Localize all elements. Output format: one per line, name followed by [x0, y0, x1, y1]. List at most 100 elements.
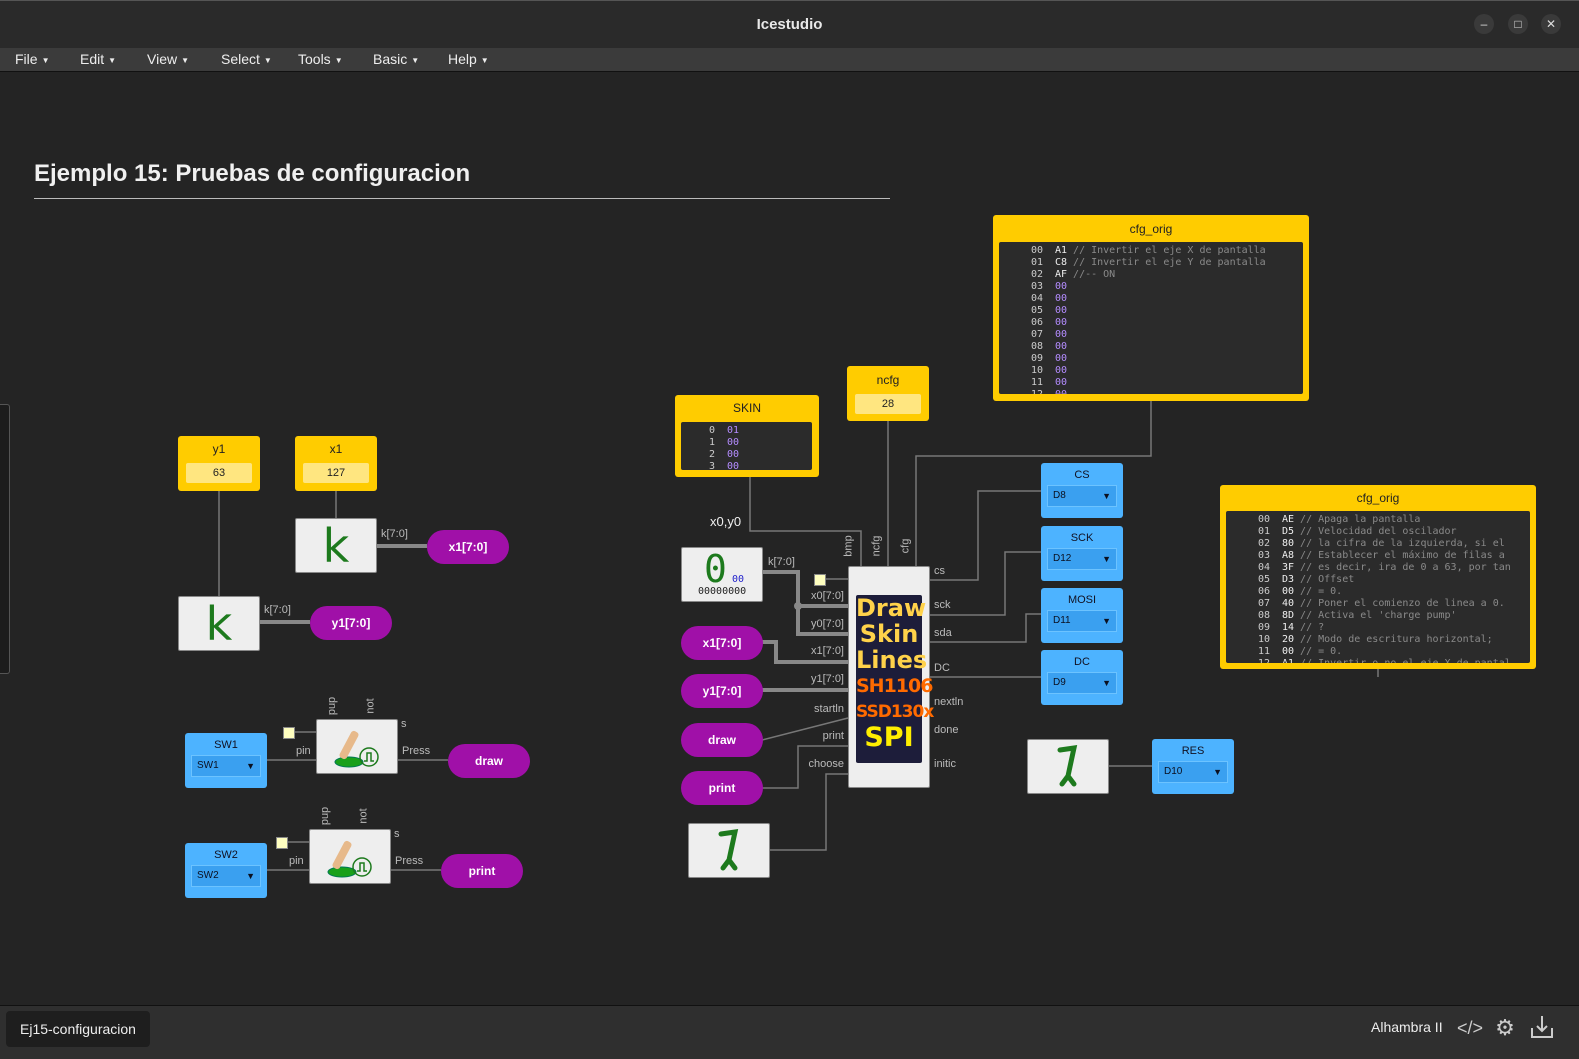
label-x1-out[interactable]: x1[7:0] — [427, 530, 509, 564]
menu-edit[interactable]: Edit▼ — [80, 51, 117, 67]
pin-select[interactable]: D10▼ — [1158, 761, 1228, 783]
title-bar — [0, 0, 1579, 48]
constant-one-block-choose[interactable] — [688, 823, 770, 878]
bus-x1-in — [762, 640, 848, 664]
file-tab[interactable]: Ej15-configuracion — [6, 1011, 150, 1047]
menu-help[interactable]: Help▼ — [448, 51, 489, 67]
port-press-sw2: Press — [395, 855, 424, 867]
junction-dot — [794, 602, 802, 610]
constant-y1-value[interactable]: 63 — [186, 463, 252, 483]
wire-sda — [930, 613, 1041, 643]
menu-basic[interactable]: Basic▼ — [373, 51, 420, 67]
label-print-in[interactable]: print — [681, 771, 763, 805]
chevron-down-icon: ▼ — [1102, 554, 1111, 564]
bus-y0 — [796, 606, 848, 636]
wire-cfg-top — [915, 401, 1152, 566]
menu-bar: File▼ Edit▼ View▼ Select▼ Tools▼ Basic▼ … — [0, 48, 1579, 72]
menu-file[interactable]: File▼ — [15, 51, 50, 67]
constant-ncfg[interactable]: ncfg 28 — [847, 366, 929, 421]
button-press-icon — [334, 730, 379, 768]
menu-tools[interactable]: Tools▼ — [298, 51, 343, 67]
label-draw-out[interactable]: draw — [448, 744, 530, 778]
chevron-down-icon: ▼ — [1102, 678, 1111, 688]
pin-select[interactable]: D8▼ — [1047, 485, 1117, 507]
label-x1-in[interactable]: x1[7:0] — [681, 626, 763, 660]
spi-input-port: choose — [808, 758, 844, 770]
chevron-down-icon: ▼ — [246, 761, 255, 771]
input-pin-sw2[interactable]: SW2 SW2▼ — [185, 843, 267, 898]
constant-one-block-res[interactable] — [1027, 739, 1109, 794]
constant-k-block-y1[interactable]: k — [178, 596, 260, 651]
port-pin-sw2: pin — [289, 855, 304, 867]
constant-one-icon — [718, 829, 739, 871]
label-draw-in[interactable]: draw — [681, 723, 763, 757]
constant-ncfg-value[interactable]: 28 — [855, 394, 921, 414]
pin-select-sw1[interactable]: SW1▼ — [191, 755, 261, 777]
diagram-title: Ejemplo 15: Pruebas de configuracion — [34, 160, 471, 187]
button-block-sw2[interactable] — [309, 829, 391, 884]
spi-input-port: y1[7:0] — [810, 673, 844, 685]
comment-text[interactable]: x0,y0 — [710, 514, 742, 529]
label-print-out[interactable]: print — [441, 854, 523, 888]
wire-skin — [749, 477, 862, 566]
constant-k-block-x1[interactable]: k — [295, 518, 377, 573]
pin-select[interactable]: D9▼ — [1047, 672, 1117, 694]
pin-select-sw2[interactable]: SW2▼ — [191, 865, 261, 887]
board-name[interactable]: Alhambra II — [1371, 1019, 1443, 1035]
upload-icon[interactable] — [1528, 1014, 1556, 1042]
spi-output-port: nextln — [934, 696, 964, 708]
constant-x1[interactable]: x1 127 — [295, 436, 377, 491]
pin-select[interactable]: D12▼ — [1047, 548, 1117, 570]
port-not-sw1: not — [364, 698, 377, 714]
pin-select[interactable]: D11▼ — [1047, 610, 1117, 632]
input-pin-sw1[interactable]: SW1 SW1▼ — [185, 733, 267, 788]
spi-output-port: sck — [934, 599, 951, 611]
port-s-sw1: s — [401, 718, 407, 730]
maximize-icon[interactable]: □ — [1508, 14, 1528, 34]
minimize-icon[interactable]: – — [1474, 14, 1494, 34]
button-block-sw1[interactable] — [316, 719, 398, 774]
port-cfg: cfg — [899, 538, 912, 554]
menu-view[interactable]: View▼ — [147, 51, 190, 67]
chevron-down-icon: ▼ — [1102, 491, 1111, 501]
constant-x1-value[interactable]: 127 — [303, 463, 369, 483]
spi-output-port: cs — [934, 565, 945, 577]
memory-row: 1200 — [999, 389, 1303, 394]
title-underline — [34, 198, 890, 199]
draw-skin-lines-spi-block[interactable]: Draw Skin Lines SH1106 SSD130x SPI — [848, 566, 934, 788]
build-gear-icon[interactable]: ⚙ — [1495, 1015, 1515, 1040]
constant-y1[interactable]: y1 63 — [178, 436, 260, 491]
constant-zero-block[interactable]: 0 00 00000000 — [681, 547, 763, 602]
code-icon[interactable]: </> — [1456, 1018, 1484, 1038]
menu-select[interactable]: Select▼ — [221, 51, 272, 67]
label-y1-out[interactable]: y1[7:0] — [310, 606, 392, 640]
close-icon[interactable]: ✕ — [1541, 14, 1561, 34]
collapsed-toolbox[interactable] — [0, 404, 10, 674]
spi-block-label: Draw Skin Lines SH1106 SSD130x SPI — [856, 595, 934, 763]
window-title: Icestudio — [756, 16, 823, 33]
label-y1-in[interactable]: y1[7:0] — [681, 674, 763, 708]
port-press-sw1: Press — [402, 745, 431, 757]
zero-hex: 00 — [732, 574, 745, 585]
